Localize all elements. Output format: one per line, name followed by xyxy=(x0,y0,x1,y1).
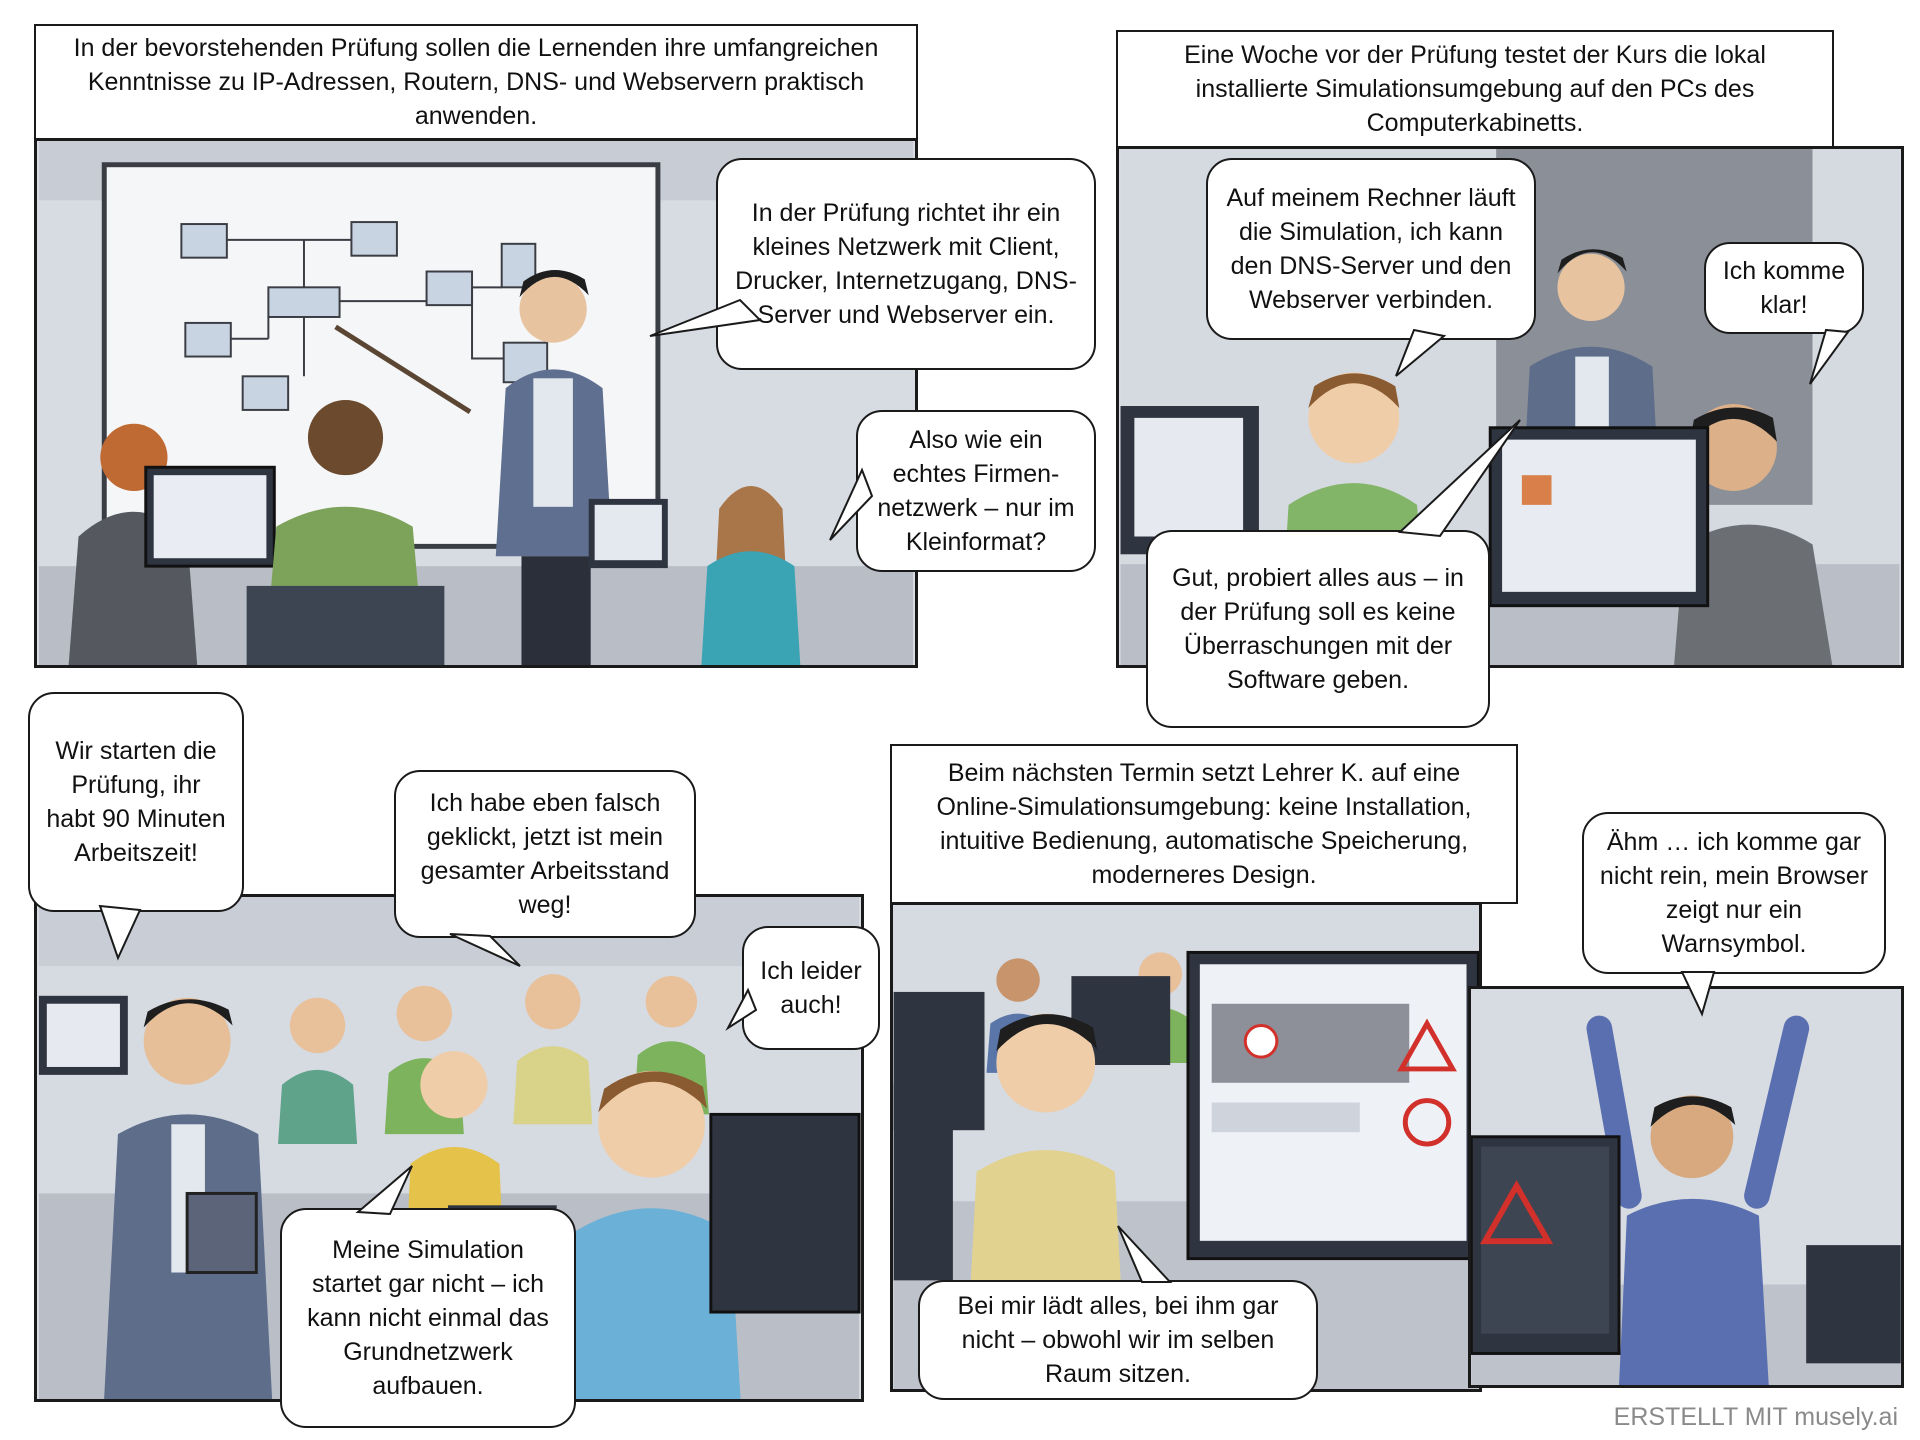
panel-4b-browser-warning xyxy=(1468,986,1904,1388)
panel-4-caption: Beim nächsten Termin setzt Lehrer K. auf… xyxy=(890,744,1518,904)
bubble-text: In der Prüfung richtet ihr ein kleines N… xyxy=(735,199,1077,329)
panel-4b-illustration xyxy=(1471,989,1901,1385)
bubble-text: Wir starten die Prüfung, ihr habt 90 Min… xyxy=(46,737,226,867)
bubble-text: Auf meinem Rechner läuft die Simulation,… xyxy=(1226,184,1516,314)
credit-text: ERSTELLT MIT musely.ai xyxy=(1613,1403,1898,1431)
panel-1-caption-text: In der bevorstehenden Prüfung sollen die… xyxy=(73,34,879,130)
panel-1-speech-bubble-teacher: In der Prüfung richtet ihr ein kleines N… xyxy=(716,158,1096,370)
panel-4-caption-text: Beim nächsten Termin setzt Lehrer K. auf… xyxy=(936,759,1472,889)
panel-1-caption: In der bevorstehenden Prüfung sollen die… xyxy=(34,24,918,140)
panel-2-caption-text: Eine Woche vor der Prüfung testet der Ku… xyxy=(1184,41,1766,137)
panel-2-speech-bubble-teacher: Gut, probiert alles aus – in der Prüfung… xyxy=(1146,530,1490,728)
panel-3-illustration xyxy=(38,897,861,1399)
bubble-text: Ich habe eben falsch geklickt, jetzt ist… xyxy=(420,789,670,919)
panel-4-speech-bubble-student-raised-arms: Ähm … ich komme gar nicht rein, mein Bro… xyxy=(1582,812,1886,974)
bubble-text: Also wie ein echtes Firmen-netzwerk – nu… xyxy=(877,426,1075,556)
bubble-text: Ähm … ich komme gar nicht rein, mein Bro… xyxy=(1599,828,1869,958)
panel-3-speech-bubble-teacher: Wir starten die Prüfung, ihr habt 90 Min… xyxy=(28,692,244,912)
bubble-text: Ich komme klar! xyxy=(1722,257,1846,319)
panel-2-speech-bubble-student-left: Auf meinem Rechner läuft die Simulation,… xyxy=(1206,158,1536,340)
bubble-text: Gut, probiert alles aus – in der Prüfung… xyxy=(1172,564,1464,694)
panel-1-speech-bubble-student: Also wie ein echtes Firmen-netzwerk – nu… xyxy=(856,410,1096,572)
panel-3-speech-bubble-student-front: Meine Simulation startet gar nicht – ich… xyxy=(280,1208,576,1428)
bubble-text: Ich leider auch! xyxy=(760,957,862,1019)
bubble-text: Meine Simulation startet gar nicht – ich… xyxy=(307,1236,549,1400)
panel-2-caption: Eine Woche vor der Prüfung testet der Ku… xyxy=(1116,30,1834,148)
panel-2-speech-bubble-student-right: Ich komme klar! xyxy=(1704,242,1864,334)
panel-1-illustration xyxy=(39,141,913,665)
panel-4-speech-bubble-student-front: Bei mir lädt alles, bei ihm gar nicht – … xyxy=(918,1280,1318,1400)
credit-watermark: ERSTELLT MIT musely.ai xyxy=(1614,1403,1898,1432)
panel-3-speech-bubble-student-right: Ich leider auch! xyxy=(742,926,880,1050)
panel-3-speech-bubble-student-back: Ich habe eben falsch geklickt, jetzt ist… xyxy=(394,770,696,938)
bubble-text: Bei mir lädt alles, bei ihm gar nicht – … xyxy=(957,1292,1279,1388)
